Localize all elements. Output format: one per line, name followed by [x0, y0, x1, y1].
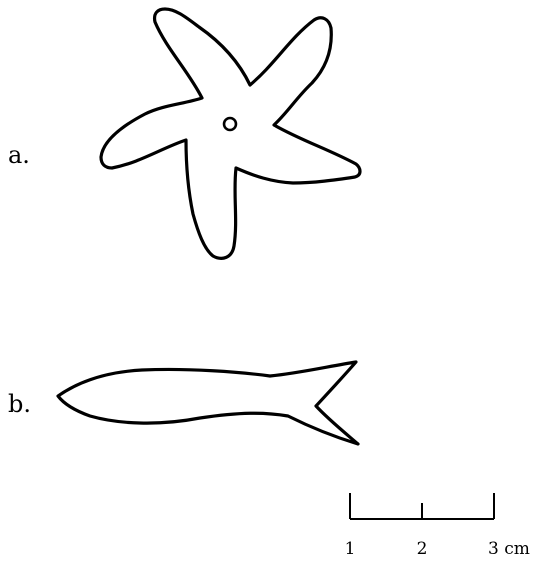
panel-b-label: b. — [8, 390, 31, 418]
scale-label-1: 1 — [345, 539, 356, 559]
starfish-outline — [99, 7, 362, 260]
panel-a-label: a. — [8, 141, 30, 169]
fish-outline — [56, 360, 360, 446]
panel-b: b. — [8, 360, 360, 446]
scale-label-2: 2 — [417, 539, 428, 559]
scale-label-3: 3 cm — [488, 539, 530, 559]
scale-bar: 1 2 3 cm — [345, 493, 530, 559]
panel-a: a. — [8, 7, 362, 260]
suspension-hole — [222, 116, 238, 132]
